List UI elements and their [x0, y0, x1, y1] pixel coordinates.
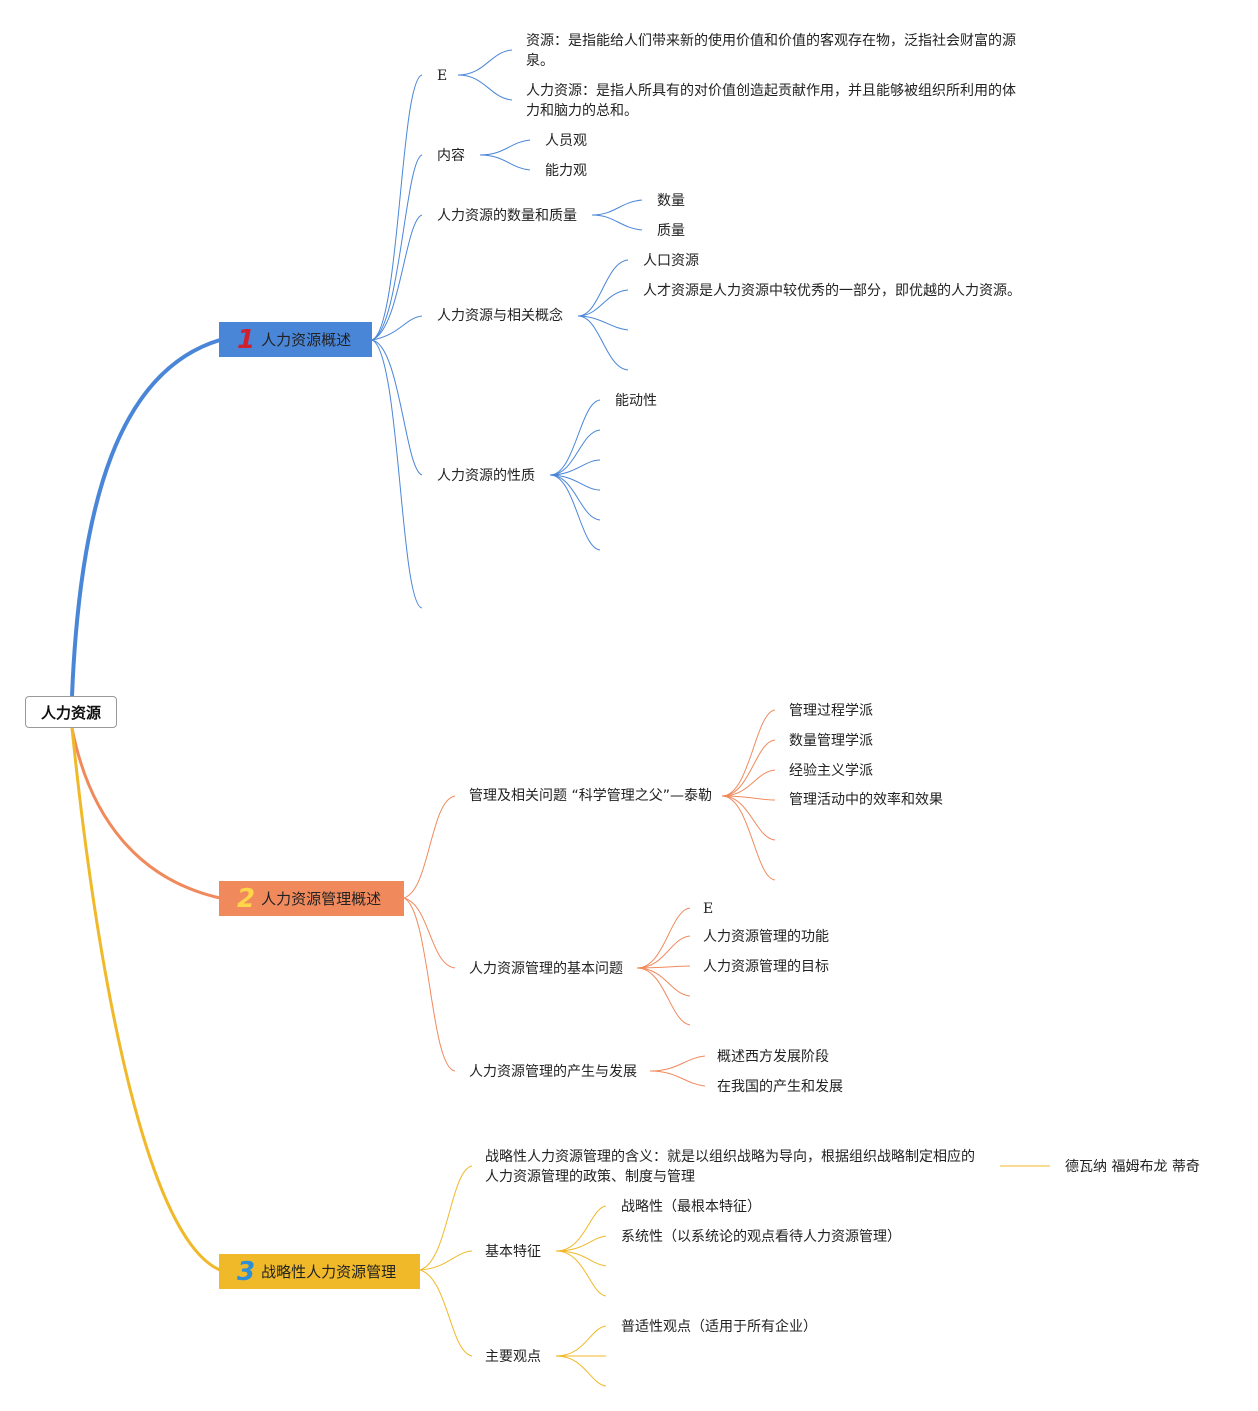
b3-n3-label[interactable]: 主要观点 [485, 1349, 541, 1365]
b3-n2-c1[interactable]: 战略性（最根本特征） [621, 1199, 761, 1215]
b2-n1-label[interactable]: 管理及相关问题 “科学管理之父”—泰勒 [469, 788, 712, 804]
b2-n2-c3[interactable]: 人力资源管理的目标 [703, 959, 829, 975]
b1-n3-c2[interactable]: 质量 [657, 223, 685, 239]
b3-n2-label[interactable]: 基本特征 [485, 1244, 541, 1260]
root-node[interactable]: 人力资源 [25, 696, 117, 728]
b1-n3-c1[interactable]: 数量 [657, 193, 685, 209]
b2-n3-c2[interactable]: 在我国的产生和发展 [717, 1079, 843, 1095]
b1-n4-label[interactable]: 人力资源与相关概念 [437, 308, 563, 324]
branch3-number: 3 [237, 1256, 256, 1287]
b3-n1-label[interactable]: 战略性人力资源管理的含义：就是以组织战略为导向，根据组织战略制定相应的人力资源管… [485, 1149, 975, 1185]
branch1-node[interactable]: 1 人力资源概述 [219, 322, 372, 357]
b2-n1-c1[interactable]: 管理过程学派 [789, 703, 873, 719]
link-root-branch3 [70, 727, 221, 1272]
branch2-number: 2 [237, 883, 256, 914]
b1-n1-c2[interactable]: 人力资源：是指人所具有的对价值创造起贡献作用，并且能够被组织所利用的体力和脑力的… [526, 83, 1016, 119]
b2-n2-c1[interactable]: E [703, 901, 714, 917]
branch3-links [419, 1165, 1050, 1387]
branch3-node[interactable]: 3 战略性人力资源管理 [219, 1254, 420, 1289]
b2-n2-c2[interactable]: 人力资源管理的功能 [703, 929, 829, 945]
b3-n2-c2[interactable]: 系统性（以系统论的观点看待人力资源管理） [621, 1229, 901, 1245]
b2-n1-c2[interactable]: 数量管理学派 [789, 733, 873, 749]
b1-n4-c1[interactable]: 人口资源 [643, 253, 699, 269]
branch3-title: 战略性人力资源管理 [261, 1263, 397, 1281]
link-root-branch1 [70, 338, 221, 697]
b2-n3-label[interactable]: 人力资源管理的产生与发展 [469, 1064, 637, 1080]
branch2-node[interactable]: 2 人力资源管理概述 [219, 881, 404, 916]
b1-n5-label[interactable]: 人力资源的性质 [437, 468, 535, 484]
b2-n1-c4[interactable]: 管理活动中的效率和效果 [789, 792, 943, 808]
b1-n1-c1[interactable]: 资源：是指能给人们带来新的使用价值和价值的客观存在物，泛指社会财富的源泉。 [526, 33, 1016, 69]
branch1-title: 人力资源概述 [261, 331, 352, 349]
b1-n1-label[interactable]: E [437, 68, 448, 84]
branch1-links [371, 49, 643, 609]
b1-n2-label[interactable]: 内容 [437, 148, 465, 164]
branch1-number: 1 [237, 324, 256, 355]
b1-n3-label[interactable]: 人力资源的数量和质量 [437, 208, 577, 224]
b3-n3-c1[interactable]: 普适性观点（适用于所有企业） [621, 1319, 817, 1335]
root-label: 人力资源 [40, 703, 101, 722]
b1-n2-c2[interactable]: 能力观 [545, 163, 587, 179]
b2-n1-c3[interactable]: 经验主义学派 [789, 763, 873, 779]
b2-n2-label[interactable]: 人力资源管理的基本问题 [469, 961, 623, 977]
branch2-links [403, 709, 776, 1087]
branch2-title: 人力资源管理概述 [261, 890, 382, 908]
b3-n1-c1[interactable]: 德瓦纳 福姆布龙 蒂奇 [1065, 1159, 1200, 1175]
b2-n3-c1[interactable]: 概述西方发展阶段 [717, 1049, 829, 1065]
b1-n2-c1[interactable]: 人员观 [545, 133, 587, 149]
b1-n4-c2[interactable]: 人才资源是人力资源中较优秀的一部分，即优越的人力资源。 [643, 283, 1021, 299]
b1-n5-c1[interactable]: 能动性 [615, 393, 657, 409]
link-root-branch2 [70, 727, 221, 900]
